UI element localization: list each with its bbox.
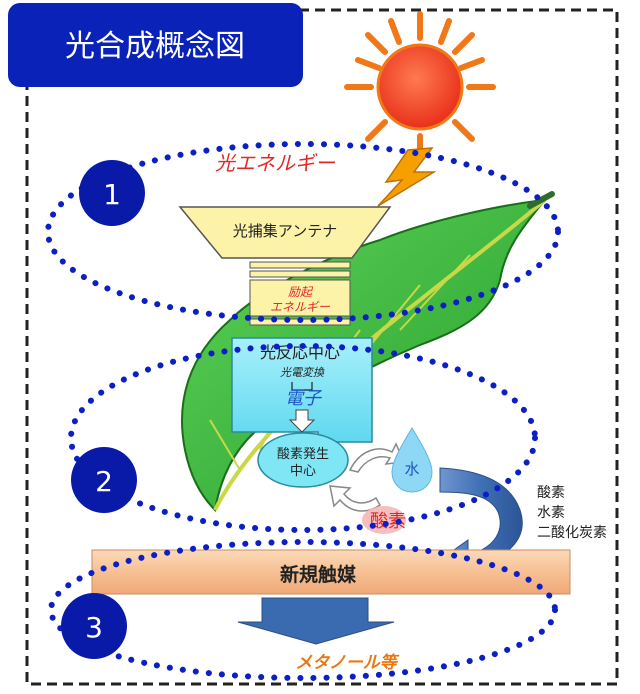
stage-1-badge: 1 [79,160,145,226]
down-arrow [237,597,395,645]
excited-label-2: エネルギー [270,300,331,314]
light-energy-label: 光エネルギー [215,151,336,175]
reaction-center: 光反応中心 光電変換 電子 [231,337,373,443]
catalyst-label: 新規触媒 [280,563,357,586]
side-list-item: 酸素 [537,485,565,501]
excited-energy-box: 励起 エネルギー [249,261,351,326]
side-list-item: 二酸化炭素 [537,525,607,541]
light-harvesting-antenna: 光捕集アンテナ [178,206,392,259]
oxygen-center-label-1: 酸素発生 [277,447,329,462]
lightning-icon [377,147,437,207]
conversion-label: 光電変換 [280,366,325,379]
electron-label: 電子 [285,388,323,409]
sun-icon [344,11,496,163]
stage-3-region [48,539,558,681]
stage-3-badge: 3 [61,593,127,659]
outer-frame [25,8,619,686]
title-box: 光合成概念図 [8,3,303,87]
water-drop-icon: 水 [391,427,433,493]
stage-1-region [45,141,561,323]
stage-2-badge: 2 [71,447,137,513]
side-list: 酸素 水素 二酸化炭素 [537,485,607,541]
catalyst-bar: 新規触媒 [91,549,571,595]
stage-3-number: 3 [85,611,103,644]
water-label: 水 [404,460,419,478]
product-label: メタノール等 [295,653,399,673]
oxygen-evolving-center: 酸素発生 中心 [257,432,349,488]
reaction-center-label: 光反応中心 [260,343,340,362]
oxygen-output: 酸素 [362,506,406,534]
page-title: 光合成概念図 [65,29,245,64]
oxygen-label: 酸素 [370,511,406,532]
oxygen-center-label-2: 中心 [290,464,316,479]
antenna-label: 光捕集アンテナ [233,222,337,240]
side-list-item: 水素 [537,505,565,521]
stage-2-region [68,343,538,533]
stage-1-number: 1 [103,178,121,211]
excited-label-1: 励起 [288,285,314,299]
stage-2-number: 2 [95,465,113,498]
